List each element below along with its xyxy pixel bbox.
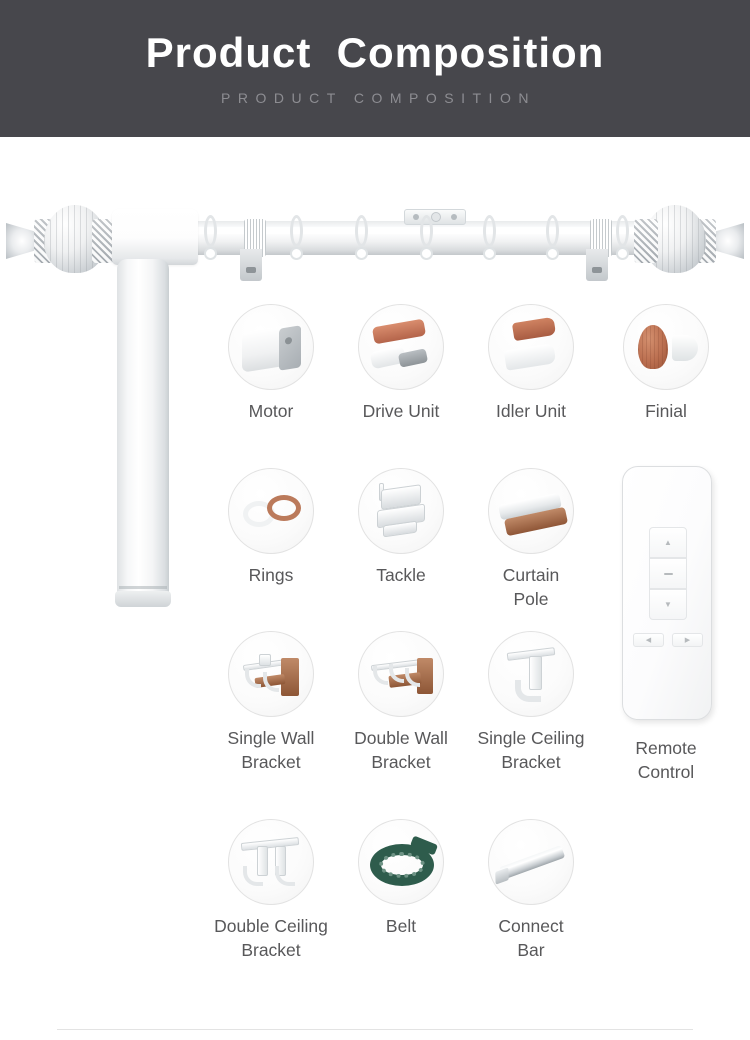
page-header: Product Composition PRODUCT COMPOSITION <box>0 0 750 137</box>
product-label-drive-unit: Drive Unit <box>362 401 440 421</box>
product-item-motor[interactable]: Motor <box>206 304 336 423</box>
finial-icon <box>623 304 709 390</box>
product-item-double-wall-bracket[interactable]: Double Wall Bracket <box>336 631 466 774</box>
remote-right-button[interactable]: ▶ <box>672 633 703 647</box>
curtain-ring-icon <box>420 215 433 263</box>
curtain-rod-icon <box>108 221 670 255</box>
left-finial-icon <box>6 203 116 275</box>
product-label-tackle: Tackle <box>376 565 426 585</box>
finial-collar-inner <box>634 219 658 263</box>
single-wall-bracket-icon <box>228 631 314 717</box>
tackle-icon <box>358 468 444 554</box>
double-wall-bracket-icon <box>358 631 444 717</box>
product-label-single-ceiling-bracket: Single Ceiling Bracket <box>477 728 585 773</box>
finial-trumpet <box>712 223 744 259</box>
drive-gear-icon <box>244 219 266 257</box>
curtain-ring-icon <box>616 215 629 263</box>
curtain-ring-icon <box>204 215 217 263</box>
product-item-connect-bar[interactable]: Connect Bar <box>466 819 596 962</box>
product-label-connect-bar: Connect Bar <box>498 916 564 961</box>
right-finial-icon <box>634 203 744 275</box>
product-label-belt: Belt <box>385 916 417 936</box>
plate-hole <box>431 212 441 222</box>
curtain-ring-icon <box>483 215 496 263</box>
plate-hole <box>413 214 419 220</box>
rings-icon <box>228 468 314 554</box>
wall-bracket-right-icon <box>586 249 608 281</box>
product-item-remote-control[interactable]: Remote Control <box>601 727 731 784</box>
curtain-rod-assembly <box>0 137 750 627</box>
curtain-pole-icon <box>488 468 574 554</box>
drive-unit-icon <box>358 304 444 390</box>
product-item-double-ceiling-bracket[interactable]: Double Ceiling Bracket <box>206 819 336 962</box>
curtain-ring-icon <box>355 215 368 263</box>
connect-bar-icon <box>488 819 574 905</box>
product-item-finial[interactable]: Finial <box>601 304 731 423</box>
motor-housing-icon <box>112 209 198 265</box>
product-label-idler-unit: Idler Unit <box>495 401 567 421</box>
footer-divider <box>57 1029 693 1030</box>
product-item-rings[interactable]: Rings <box>206 468 336 587</box>
motor-foot-icon <box>115 591 171 607</box>
product-label-finial: Finial <box>645 401 687 421</box>
ceiling-mount-plate-icon <box>404 209 466 225</box>
curtain-ring-icon <box>290 215 303 263</box>
page-subtitle: PRODUCT COMPOSITION <box>221 89 536 106</box>
product-item-tackle[interactable]: Tackle <box>336 468 466 587</box>
product-label-double-ceiling-bracket: Double Ceiling Bracket <box>214 916 328 961</box>
product-label-curtain-pole: Curtain Pole <box>502 565 560 610</box>
single-ceiling-bracket-icon <box>488 631 574 717</box>
product-label-single-wall-bracket: Single Wall Bracket <box>227 728 315 773</box>
idler-gear-icon <box>590 219 612 257</box>
motor-icon <box>228 304 314 390</box>
plate-hole <box>451 214 457 220</box>
product-item-single-ceiling-bracket[interactable]: Single Ceiling Bracket <box>466 631 596 774</box>
wall-bracket-left-icon <box>240 249 262 281</box>
product-item-single-wall-bracket[interactable]: Single Wall Bracket <box>206 631 336 774</box>
product-label-double-wall-bracket: Double Wall Bracket <box>354 728 448 773</box>
product-item-belt[interactable]: Belt <box>336 819 466 938</box>
product-item-drive-unit[interactable]: Drive Unit <box>336 304 466 423</box>
remote-small-button-row: ◀ ▶ <box>633 633 703 647</box>
page-title: Product Composition <box>145 29 605 77</box>
belt-icon <box>358 819 444 905</box>
product-item-idler-unit[interactable]: Idler Unit <box>466 304 596 423</box>
product-label-remote-control: Remote Control <box>635 738 697 783</box>
curtain-ring-icon <box>546 215 559 263</box>
product-item-curtain-pole[interactable]: Curtain Pole <box>466 468 596 611</box>
idler-unit-icon <box>488 304 574 390</box>
remote-left-button[interactable]: ◀ <box>633 633 664 647</box>
product-label-motor: Motor <box>248 401 294 421</box>
double-ceiling-bracket-icon <box>228 819 314 905</box>
product-label-rings: Rings <box>248 565 294 585</box>
motor-tube-icon <box>117 259 169 605</box>
